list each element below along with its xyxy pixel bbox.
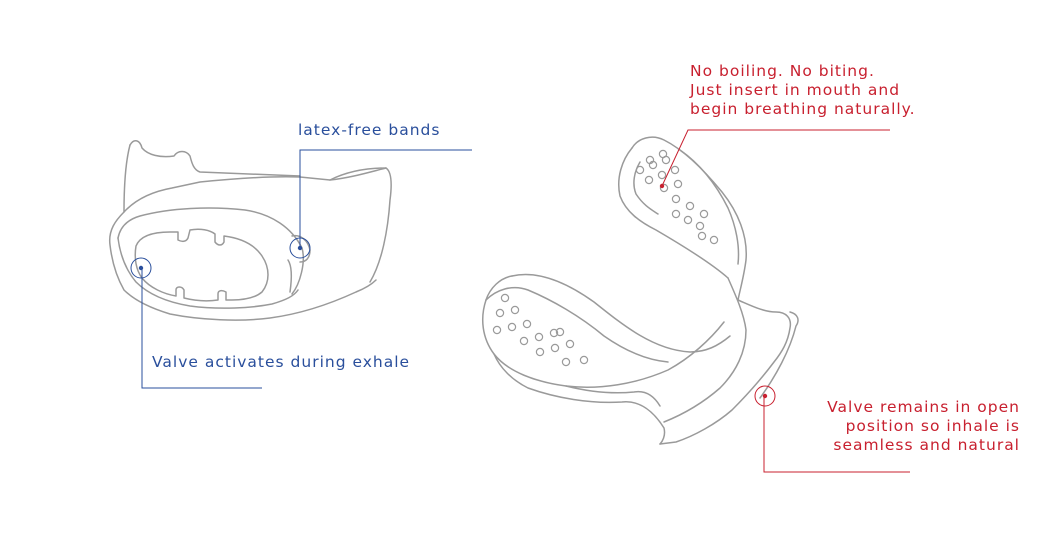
left-guard-inner-rim-low: [117, 237, 299, 309]
right-guard-upper-arm-tip: [633, 161, 659, 215]
right-guard-upper-dots: [635, 149, 719, 245]
right-guard-bottom-flange: [493, 353, 666, 445]
right-guard-front: [659, 299, 792, 445]
callout-no-boiling-label: No boiling. No biting. Just insert in mo…: [690, 62, 916, 119]
left-guard-opening: [134, 228, 269, 302]
right-guard-lower-dots: [492, 293, 589, 367]
callout-valve-open-leader: [754, 385, 910, 473]
right-guard-lower-arm-inner: [485, 286, 669, 363]
left-mouthguard: [108, 140, 392, 321]
callout-valve-exhale-leader: [130, 257, 262, 389]
callout-valve-open-line-1: Valve remains in open: [827, 398, 1020, 416]
right-guard-upper-arm-inner: [618, 147, 729, 279]
callout-no-boiling-line-1: No boiling. No biting.: [690, 62, 875, 80]
left-guard-top-flange: [123, 144, 392, 283]
right-guard-upper-arm-ridge: [679, 149, 740, 265]
callout-no-boiling-line-2: Just insert in mouth and: [690, 81, 901, 99]
left-guard-top-edge: [129, 140, 301, 177]
right-guard-front-inner: [663, 277, 747, 423]
right-guard-lower-arm-top: [485, 275, 513, 301]
callout-no-boiling-leader: [659, 129, 890, 189]
callout-latex-label: latex-free bands: [298, 121, 441, 139]
right-mouthguard: [481, 136, 799, 445]
callout-no-boiling-line-3: begin breathing naturally.: [690, 100, 916, 118]
left-guard-top-notch: [329, 167, 387, 181]
right-guard-lower-arm-ridge: [511, 273, 731, 353]
callout-valve-exhale-label: Valve activates during exhale: [152, 353, 411, 371]
callout-valve-open-line-2: position so inhale is: [845, 417, 1020, 435]
left-guard-outer-body: [108, 211, 377, 321]
right-guard-front-lip: [759, 311, 799, 399]
callout-valve-open-line-3: seamless and natural: [833, 436, 1020, 454]
callout-latex-leader: [289, 149, 472, 259]
right-guard-bottom-edge: [565, 385, 661, 407]
callout-valve-open-label: Valve remains in open position so inhale…: [827, 398, 1020, 455]
left-guard-side-curve: [287, 259, 293, 293]
right-guard-upper-arm-outer: [631, 136, 747, 301]
right-guard-lower-arm-outer: [481, 299, 725, 388]
